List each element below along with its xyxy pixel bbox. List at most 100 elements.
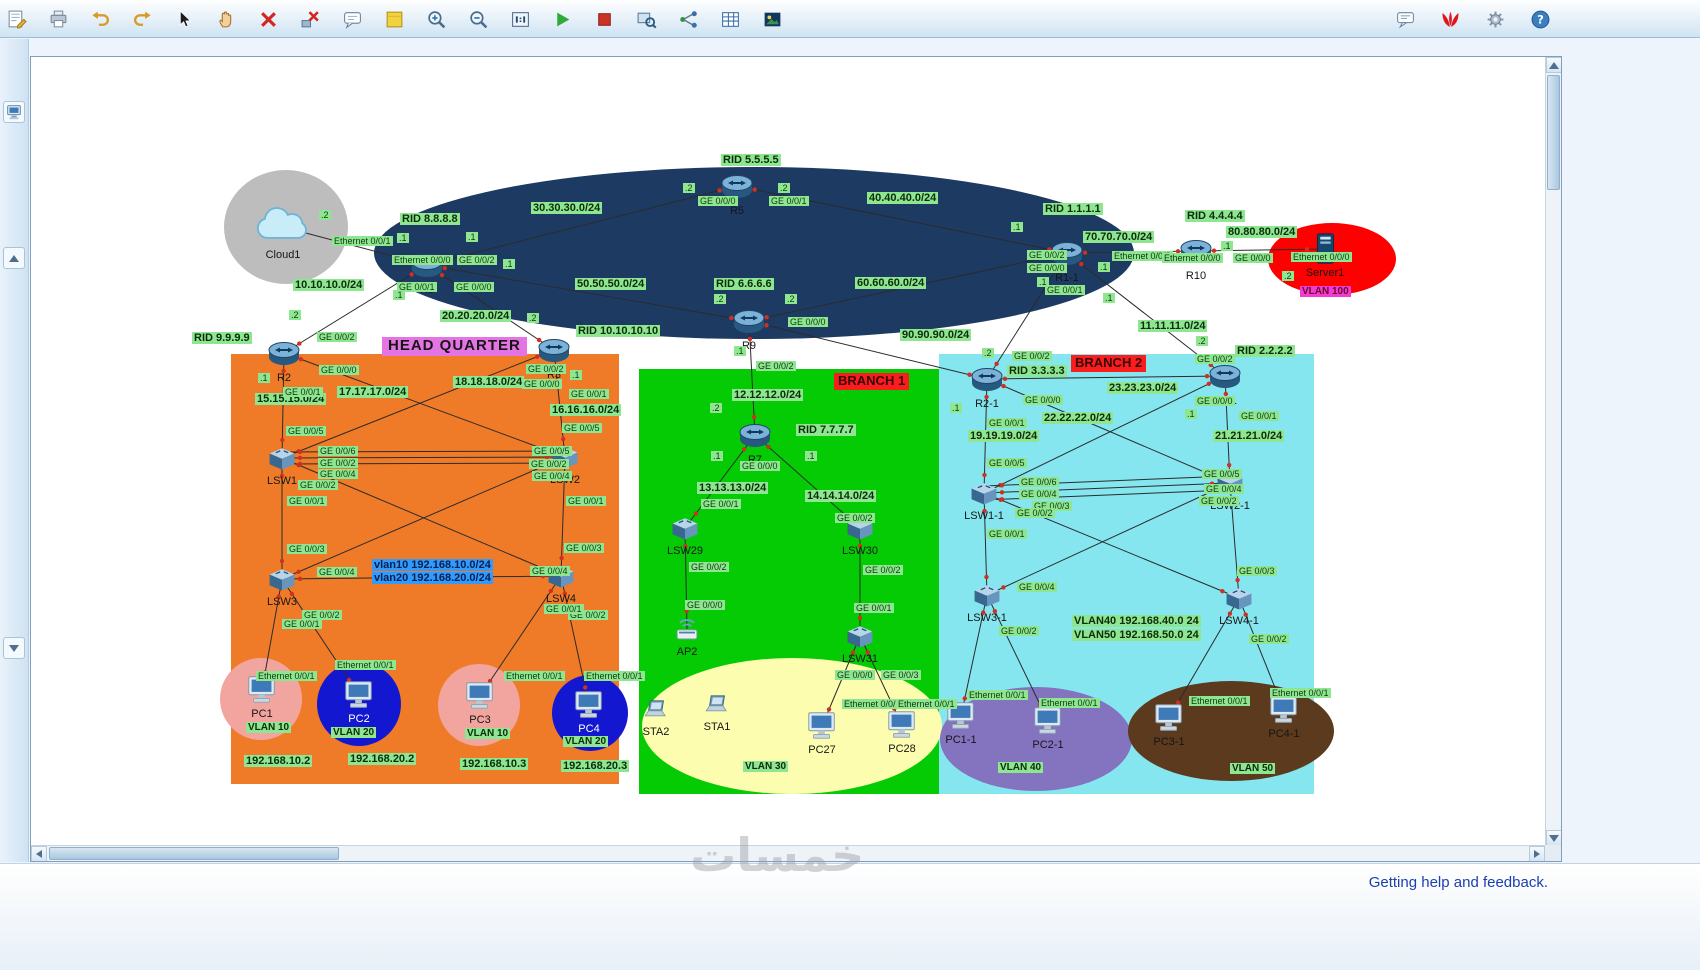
annotation-label: HEAD QUARTER bbox=[382, 337, 527, 356]
scroll-up-button[interactable] bbox=[1546, 57, 1561, 73]
scroll-down-button[interactable] bbox=[1546, 830, 1561, 846]
port-status-dot bbox=[297, 576, 303, 582]
feedback-button[interactable] bbox=[1393, 6, 1417, 32]
topology-canvas[interactable]: R5R8R1-1R10R9R2R3R7R2-1R3-1LSW1LSW2LSW3L… bbox=[31, 57, 1561, 861]
device-LSW1[interactable]: LSW1 bbox=[266, 442, 298, 487]
horizontal-scrollbar[interactable] bbox=[31, 845, 1545, 861]
select-tool-button[interactable] bbox=[172, 6, 196, 32]
device-R5[interactable]: R5 bbox=[719, 168, 755, 217]
huawei-logo-button[interactable] bbox=[1438, 6, 1462, 32]
annotation-label: GE 0/0/2 bbox=[529, 459, 569, 470]
device-R3[interactable]: R3 bbox=[536, 332, 572, 381]
annotation-label: .1 bbox=[950, 403, 962, 414]
zoom-out-button[interactable] bbox=[466, 6, 490, 32]
pan-tool-button[interactable] bbox=[214, 6, 238, 32]
start-device-button[interactable] bbox=[550, 6, 574, 32]
export-image-button[interactable] bbox=[760, 6, 784, 32]
interface-summary-button[interactable] bbox=[676, 6, 700, 32]
device-label-LSW4-1: LSW4-1 bbox=[1219, 615, 1259, 627]
print-button[interactable] bbox=[46, 6, 70, 32]
device-LSW29[interactable]: LSW29 bbox=[667, 512, 703, 557]
help-button[interactable]: ? bbox=[1528, 6, 1552, 32]
device-AP2[interactable]: AP2 bbox=[671, 613, 703, 658]
router-icon bbox=[733, 310, 765, 333]
device-PC3-1[interactable]: PC3-1 bbox=[1152, 701, 1186, 748]
device-R2-1[interactable]: R2-1 bbox=[969, 361, 1005, 410]
annotation-label: Ethernet 0/0/1 bbox=[504, 671, 565, 682]
device-LSW3[interactable]: LSW3 bbox=[266, 563, 298, 608]
port-status-dot bbox=[683, 543, 688, 549]
annotation-label: VLAN50 192.168.50.0 24 bbox=[1072, 629, 1201, 642]
zoom-in-button[interactable] bbox=[424, 6, 448, 32]
device-label-LSW3-1: LSW3-1 bbox=[967, 612, 1007, 624]
horizontal-scroll-thumb[interactable] bbox=[49, 847, 339, 860]
help-feedback-link[interactable]: Getting help and feedback. bbox=[1368, 874, 1548, 891]
link-R1-1-R2-1 bbox=[986, 252, 1068, 380]
settings-button[interactable] bbox=[1483, 6, 1507, 32]
scroll-right-button[interactable] bbox=[1529, 846, 1545, 861]
annotation-label: GE 0/0/1 bbox=[769, 196, 809, 207]
vertical-scrollbar[interactable] bbox=[1545, 57, 1561, 846]
packet-capture-button[interactable] bbox=[634, 6, 658, 32]
device-R9[interactable]: R9 bbox=[731, 303, 767, 352]
device-PC2[interactable]: PC2 bbox=[342, 678, 376, 725]
annotation-label: GE 0/0/3 bbox=[287, 544, 327, 555]
device-PC1-1[interactable]: PC1-1 bbox=[944, 699, 978, 746]
device-PC27[interactable]: PC27 bbox=[805, 709, 839, 756]
new-topo-button[interactable] bbox=[4, 6, 28, 32]
router-icon bbox=[721, 175, 753, 198]
device-label-R2: R2 bbox=[276, 372, 292, 384]
device-LSW4-1[interactable]: LSW4-1 bbox=[1219, 582, 1259, 627]
palette-scroll-down-button[interactable] bbox=[3, 637, 25, 659]
port-status-dot bbox=[729, 315, 734, 321]
port-status-dot bbox=[296, 569, 301, 575]
annotation-label: .1 bbox=[1037, 277, 1049, 288]
undo-button[interactable] bbox=[88, 6, 112, 32]
stop-device-button[interactable] bbox=[592, 6, 616, 32]
interface-summary-icon bbox=[679, 10, 697, 28]
port-status-dot bbox=[984, 574, 989, 580]
port-status-dot bbox=[279, 558, 285, 564]
print-icon bbox=[50, 10, 66, 27]
port-status-dot bbox=[1001, 383, 1006, 389]
annotation-label: GE 0/0/1 bbox=[854, 603, 894, 614]
device-R10[interactable]: R10 bbox=[1178, 233, 1214, 282]
palette-scroll-up-button[interactable] bbox=[3, 247, 25, 269]
switch-icon bbox=[269, 448, 295, 470]
device-PC4[interactable]: PC4 bbox=[572, 688, 606, 735]
device-STA2[interactable]: STA2 bbox=[641, 695, 671, 738]
device-label-PC2: PC2 bbox=[348, 713, 370, 725]
annotation-label: GE 0/0/3 bbox=[1237, 566, 1277, 577]
zoom-actual-button[interactable] bbox=[508, 6, 532, 32]
annotation-label: 60.60.60.0/24 bbox=[855, 277, 927, 290]
device-PC4-1[interactable]: PC4-1 bbox=[1267, 693, 1301, 740]
delete-button[interactable] bbox=[256, 6, 280, 32]
annotation-label: GE 0/0/4 bbox=[1204, 484, 1244, 495]
device-LSW31[interactable]: LSW31 bbox=[842, 620, 878, 665]
device-grid-button[interactable] bbox=[718, 6, 742, 32]
port-status-dot bbox=[747, 336, 753, 342]
device-PC2-1[interactable]: PC2-1 bbox=[1031, 704, 1065, 751]
device-STA1[interactable]: STA1 bbox=[702, 690, 732, 733]
device-category-icon[interactable] bbox=[3, 101, 25, 123]
device-LSW3-1[interactable]: LSW3-1 bbox=[967, 579, 1007, 624]
link-R7-LSW30 bbox=[754, 434, 861, 529]
device-PC28[interactable]: PC28 bbox=[885, 708, 919, 755]
vertical-scroll-thumb[interactable] bbox=[1547, 75, 1560, 190]
port-status-dot bbox=[280, 437, 285, 443]
device-LSW1-1[interactable]: LSW1-1 bbox=[964, 477, 1004, 522]
device-R7[interactable]: R7 bbox=[737, 417, 773, 466]
scroll-left-button[interactable] bbox=[31, 846, 47, 861]
device-Cloud1[interactable]: Cloud1 bbox=[254, 206, 312, 261]
annotation-label: GE 0/0/0 bbox=[319, 365, 359, 376]
color-note-button[interactable] bbox=[382, 6, 406, 32]
device-PC3[interactable]: PC3 bbox=[463, 679, 497, 726]
annotation-button[interactable] bbox=[340, 6, 364, 32]
device-R2[interactable]: R2 bbox=[266, 335, 302, 384]
link-LSW2-LSW3 bbox=[281, 456, 566, 580]
pc-icon bbox=[1155, 704, 1182, 731]
redo-button[interactable] bbox=[130, 6, 154, 32]
delete-connection-button[interactable] bbox=[298, 6, 322, 32]
annotation-label: Ethernet 0/0/1 bbox=[256, 671, 317, 682]
link-LSW2-1-LSW3-1 bbox=[986, 482, 1231, 596]
